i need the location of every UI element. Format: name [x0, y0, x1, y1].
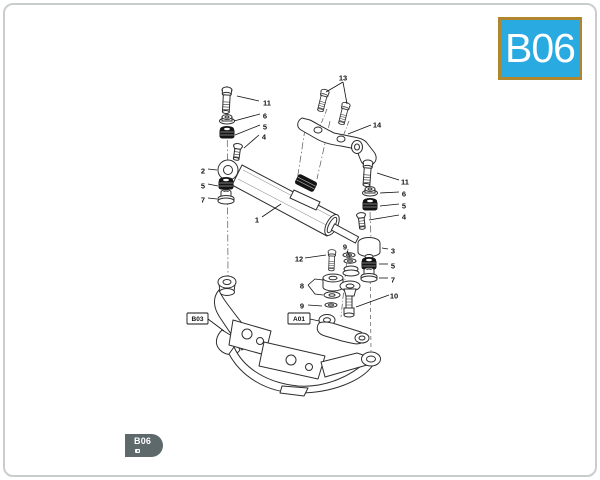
callout-leader: [347, 124, 372, 135]
callout-leader: [207, 168, 218, 171]
part-bolt-4-right: [355, 211, 368, 231]
callout-leader: [355, 294, 390, 308]
callout-label-12: 12: [295, 255, 303, 264]
part-washer-6-left: [219, 114, 235, 125]
callout-leader: [307, 304, 323, 307]
part-nut-7-right: [360, 267, 378, 283]
callout-label-3: 3: [391, 247, 395, 256]
part-damper-clamp: [289, 189, 321, 211]
callout-label-5: 5: [263, 123, 267, 132]
callout-leader: [368, 214, 400, 221]
callout-label-4: 4: [402, 213, 407, 222]
callout-label-6: 6: [402, 190, 406, 199]
callout-label-11: 11: [263, 99, 271, 108]
part-bolt-11-left: [220, 86, 233, 115]
callout-leader: [307, 284, 324, 296]
callout-label-8: 8: [300, 282, 304, 291]
part-bolt-13a: [315, 88, 331, 113]
callout-label-14: 14: [373, 121, 382, 130]
callout-label-10: 10: [390, 292, 398, 301]
callout-leader: [307, 278, 324, 286]
callout-leader: [207, 318, 225, 332]
callout-label-7: 7: [391, 276, 395, 285]
callout-leader: [379, 191, 400, 194]
part-idler-arm-a01: [316, 314, 370, 345]
footer-badge: B06: [125, 434, 163, 457]
callout-label-6: 6: [263, 112, 267, 121]
section-code: B06: [505, 25, 576, 71]
callout-leader: [243, 134, 260, 149]
callout-leader: [261, 203, 282, 218]
callout-label-5: 5: [201, 182, 205, 191]
callout-label-13: 13: [339, 74, 347, 83]
callout-leader: [381, 247, 389, 250]
callout-label-5: 5: [391, 262, 395, 271]
part-nut-7-left: [217, 189, 235, 205]
part-centre-link-eye: [339, 280, 361, 297]
callout-label-5: 5: [402, 202, 406, 211]
part-bolt-4-left: [231, 142, 244, 162]
section-code-plate: B06: [498, 17, 582, 80]
part-crossmember-b03: [214, 275, 381, 397]
footer-badge-code: B06: [134, 436, 152, 446]
fastener-stack-right-lower: [357, 237, 381, 283]
callout-leader: [376, 172, 400, 181]
callout-leader: [234, 124, 261, 136]
fastener-stack-centre: [322, 249, 361, 318]
callout-leader: [379, 203, 400, 207]
part-bushing-5-left-upper: [219, 125, 235, 139]
callout-leader: [309, 318, 320, 322]
callout-leader: [207, 183, 219, 187]
part-bushing-5-right-upper: [362, 197, 378, 211]
callout-leader: [236, 95, 260, 102]
callout-label-9: 9: [343, 243, 347, 252]
part-washer-9-lower: [324, 302, 338, 308]
footer-badge-square-icon: [135, 449, 140, 453]
callout-leader: [342, 81, 348, 105]
ref-label-B03: B03: [192, 316, 204, 323]
ref-label-A01: A01: [293, 316, 305, 323]
part-bolt-11-right: [360, 159, 374, 188]
part-bracket-14: [297, 88, 377, 167]
callout-label-9: 9: [300, 302, 304, 311]
part-bolt-12: [326, 249, 337, 272]
part-washer-8-lower: [323, 291, 341, 299]
callout-label-7: 7: [201, 196, 205, 205]
part-cup-8-upper: [322, 273, 344, 292]
part-washer-9-upper-b: [343, 258, 357, 264]
callout-leader: [346, 250, 351, 258]
callout-leader: [207, 197, 218, 200]
part-steering-damper: [217, 159, 360, 244]
callout-leader: [325, 81, 344, 93]
part-washer-6-right: [362, 186, 378, 197]
callout-leader: [233, 113, 261, 122]
callout-label-11: 11: [401, 178, 409, 187]
callout-label-2: 2: [201, 167, 205, 176]
ref-label-box-B03: [186, 312, 209, 325]
callout-label-4: 4: [262, 133, 267, 142]
part-stud-10: [343, 295, 355, 318]
callout-leader: [304, 254, 327, 259]
callout-label-1: 1: [255, 216, 259, 225]
part-bushing-5-left-lower: [218, 176, 234, 190]
ref-label-box-A01: [287, 312, 311, 325]
